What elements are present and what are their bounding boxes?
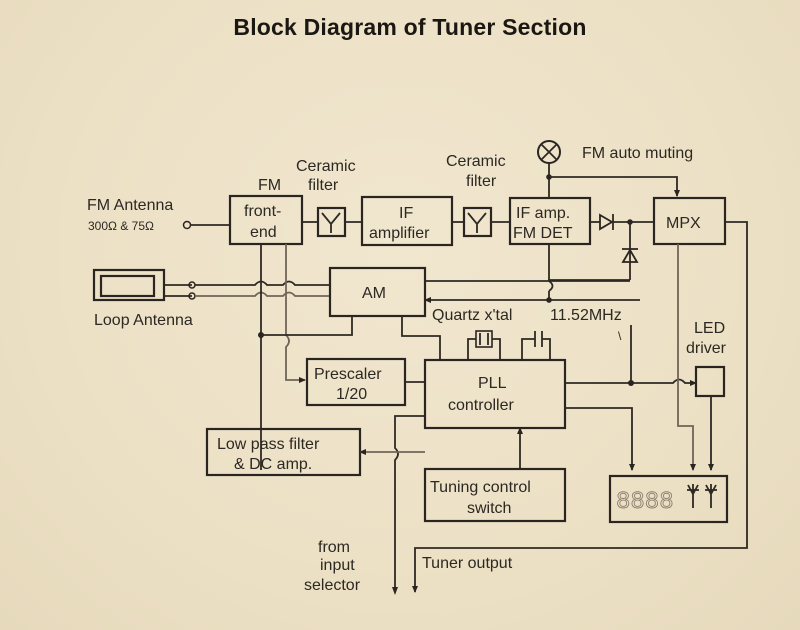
am-label: AM: [362, 285, 386, 302]
ceramic-filter-1-icon: [321, 212, 341, 233]
if-amplifier-block: [360, 195, 454, 247]
frequency-label: 11.52MHz: [550, 307, 622, 324]
tuning-control-line1: Tuning control: [430, 479, 531, 496]
wire: [467, 338, 501, 360]
pll-controller-block: [423, 358, 567, 430]
if-amp-fm-det-line1: IF amp.: [516, 205, 570, 222]
wire: [521, 338, 551, 360]
tick-mark: \: [618, 329, 622, 343]
am-block: [328, 266, 427, 318]
wire: [565, 378, 697, 386]
crystal-icon: [475, 330, 493, 348]
ceramic-filter-2-caption-2: filter: [466, 173, 497, 190]
led-driver-caption-1: LED: [694, 320, 725, 337]
fm-antenna-impedance: 300Ω & 75Ω: [88, 219, 154, 233]
wire: [285, 244, 306, 383]
wire: [677, 244, 696, 471]
junction-dot: [628, 380, 634, 386]
crystal-plates: [479, 333, 489, 345]
loop-antenna-inner: [99, 274, 156, 298]
junction-dot: [546, 297, 552, 303]
diode-icon: [599, 213, 614, 231]
tuning-control-block: [423, 467, 567, 523]
wire: [164, 284, 192, 297]
wire-crossover: [548, 280, 554, 292]
mpx-block: [652, 196, 727, 246]
ceramic-filter-2-icon: [467, 212, 487, 233]
low-pass-filter-line2: & DC amp.: [234, 456, 312, 473]
led-driver-caption-2: driver: [686, 340, 727, 357]
fm-front-end-line1: front-: [244, 203, 281, 220]
loop-antenna-label: Loop Antenna: [94, 312, 193, 329]
if-amp-fm-det-line2: FM DET: [513, 225, 573, 242]
display-block: [608, 474, 729, 524]
wire: [565, 407, 635, 471]
if-amplifier-line1: IF: [399, 205, 413, 222]
fm-front-end-block: [228, 194, 304, 246]
wire: [549, 176, 680, 197]
wire: [195, 291, 330, 297]
wire: [401, 316, 441, 360]
if-amplifier-line2: amplifier: [369, 225, 430, 242]
quartz-label: Quartz x'tal: [432, 307, 512, 324]
muting-lamp-cross: [540, 143, 558, 161]
diagram-title: Block Diagram of Tuner Section: [233, 14, 587, 40]
fm-front-end-line2: end: [250, 224, 277, 241]
display-led-icon: [687, 484, 699, 508]
fm-antenna-label: FM Antenna: [87, 197, 173, 214]
svg-text:8888: 8888: [616, 489, 674, 516]
if-amp-fm-det-block: [508, 196, 592, 246]
ceramic-filter-2-caption-1: Ceramic: [446, 153, 506, 170]
fm-auto-muting-label: FM auto muting: [582, 145, 693, 162]
fm-antenna-terminal-icon: [182, 220, 192, 230]
display-digits: 8888: [616, 489, 675, 517]
mpx-label: MPX: [666, 215, 701, 232]
wire: [394, 415, 425, 592]
pll-controller-line2: controller: [448, 397, 514, 414]
prescaler-line2: 1/20: [336, 386, 367, 403]
tuner-output-label: Tuner output: [422, 555, 513, 572]
tuner-output-wire: [412, 221, 748, 593]
from-input-line1: from: [318, 539, 350, 556]
display-led-icon: [705, 484, 717, 508]
wire: [261, 316, 353, 336]
capacitor-icon: [534, 331, 543, 347]
wire: [195, 280, 330, 286]
fm-front-end-caption: FM: [258, 177, 281, 194]
prescaler-line1: Prescaler: [314, 366, 382, 383]
pll-controller-line1: PLL: [478, 375, 507, 392]
input-arrow-icon: [392, 587, 398, 595]
from-input-line3: selector: [304, 577, 361, 594]
from-input-line2: input: [320, 557, 355, 574]
tuning-control-line2: switch: [467, 500, 511, 517]
diode-2-icon: [621, 248, 639, 263]
low-pass-filter-line1: Low pass filter: [217, 436, 320, 453]
led-driver-block: [694, 365, 726, 398]
ceramic-filter-1-caption-2: filter: [308, 177, 339, 194]
ceramic-filter-1-caption-1: Ceramic: [296, 158, 356, 175]
